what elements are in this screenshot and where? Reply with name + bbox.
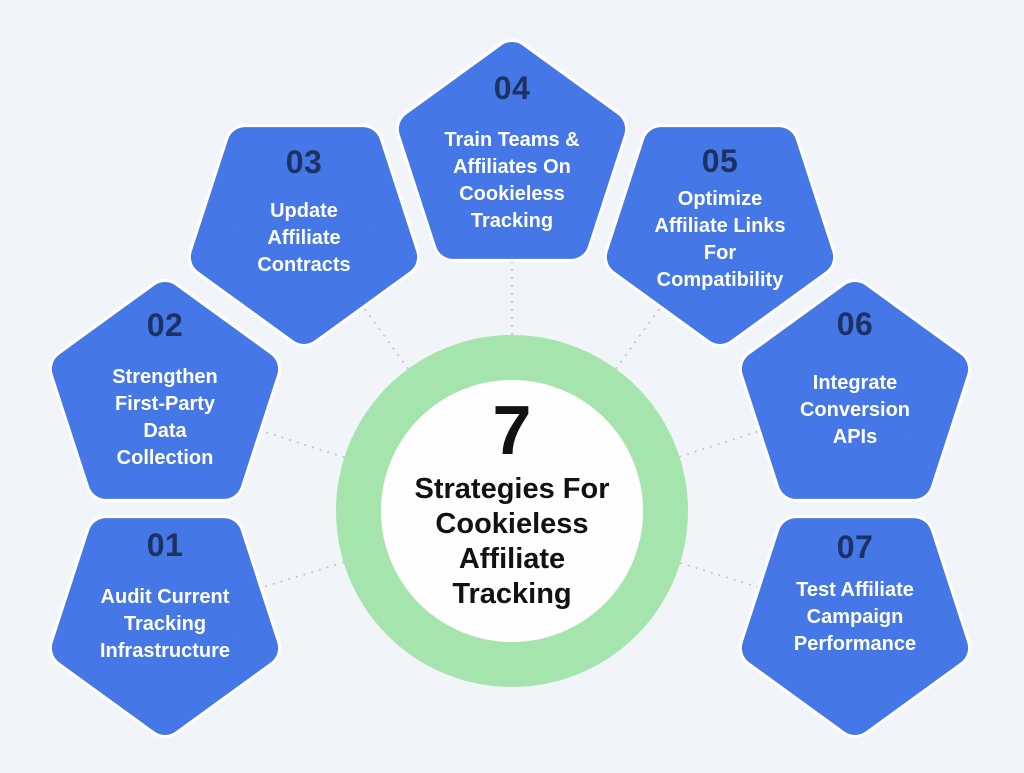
connector-line-03 bbox=[303, 225, 513, 512]
strategy-01-label: Audit Current Tracking Infrastructure bbox=[99, 586, 231, 662]
pentagon-02 bbox=[48, 279, 282, 502]
center-title: Strategies For Cookieless Affiliate Trac… bbox=[414, 473, 610, 610]
strategy-05-label: Optimize Affiliate Links For Compatibili… bbox=[654, 188, 786, 291]
pentagon-04-shape bbox=[398, 42, 626, 259]
pentagon-06-shape bbox=[741, 282, 969, 499]
connector-lines bbox=[164, 160, 856, 618]
strategy-01-number: 01 bbox=[146, 527, 184, 563]
connector-line-05 bbox=[511, 225, 721, 512]
pentagon-02-shape bbox=[51, 282, 279, 499]
pentagon-03-shape bbox=[190, 127, 418, 344]
center-circle bbox=[381, 380, 643, 642]
strategy-03-label: Update Affiliate Contracts bbox=[257, 200, 351, 276]
strategy-04-label: Train Teams & Affiliates On Cookieless T… bbox=[444, 129, 580, 232]
strategy-02-label: Strengthen First-Party Data Collection bbox=[112, 366, 218, 469]
pentagon-05 bbox=[603, 124, 837, 347]
pentagon-06 bbox=[738, 279, 972, 502]
pentagon-07 bbox=[738, 515, 972, 738]
center-ring bbox=[336, 335, 688, 687]
strategy-05-number: 05 bbox=[701, 143, 739, 179]
pentagon-07-shape bbox=[741, 518, 969, 735]
pentagon-01 bbox=[48, 515, 282, 738]
strategy-03-number: 03 bbox=[285, 144, 323, 180]
strategy-04-number: 04 bbox=[493, 70, 531, 106]
strategy-07-number: 07 bbox=[836, 529, 874, 565]
center-number: 7 bbox=[492, 391, 532, 469]
pentagon-01-shape bbox=[51, 518, 279, 735]
pentagon-04 bbox=[395, 39, 629, 262]
strategy-06-number: 06 bbox=[836, 306, 874, 342]
strategy-06-label: Integrate Conversion APIs bbox=[799, 372, 911, 448]
pentagon-03 bbox=[187, 124, 421, 347]
strategy-07-label: Test Affiliate Campaign Performance bbox=[793, 579, 917, 655]
pentagon-05-shape bbox=[606, 127, 834, 344]
strategy-02-number: 02 bbox=[146, 307, 184, 343]
